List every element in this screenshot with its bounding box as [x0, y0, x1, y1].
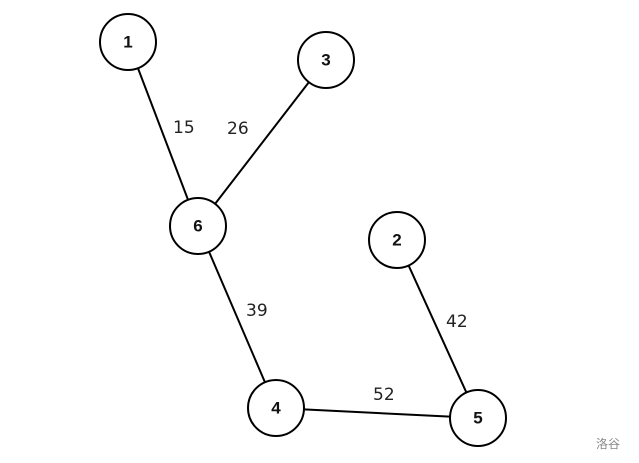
nodes-layer: 1 3 6 2 4 5: [99, 13, 507, 447]
edges-layer: [127, 41, 479, 419]
node-label-4: 4: [271, 399, 281, 418]
edge-weight-6-4: 39: [246, 301, 268, 321]
node-label-3: 3: [321, 51, 330, 70]
edge-1-6: [127, 41, 199, 227]
node-1: 1: [99, 13, 157, 71]
node-label-6: 6: [193, 217, 202, 236]
node-label-1: 1: [123, 33, 132, 52]
edge-weight-2-5: 42: [446, 312, 468, 332]
node-4: 4: [247, 379, 305, 437]
node-label-2: 2: [392, 231, 401, 250]
node-3: 3: [297, 31, 355, 89]
edge-labels-layer: 15 26 39 42 52: [173, 118, 468, 405]
edge-6-4: [197, 225, 277, 409]
edge-2-5: [396, 239, 479, 419]
node-label-5: 5: [473, 409, 482, 428]
node-6: 6: [169, 197, 227, 255]
watermark: 洛谷: [596, 436, 620, 451]
edge-weight-4-5: 52: [373, 385, 395, 405]
edge-weight-3-6: 26: [227, 119, 249, 139]
node-2: 2: [368, 211, 426, 269]
edge-3-6: [197, 59, 327, 227]
node-5: 5: [449, 389, 507, 447]
edge-weight-1-6: 15: [173, 118, 195, 138]
edge-4-5: [275, 407, 479, 419]
